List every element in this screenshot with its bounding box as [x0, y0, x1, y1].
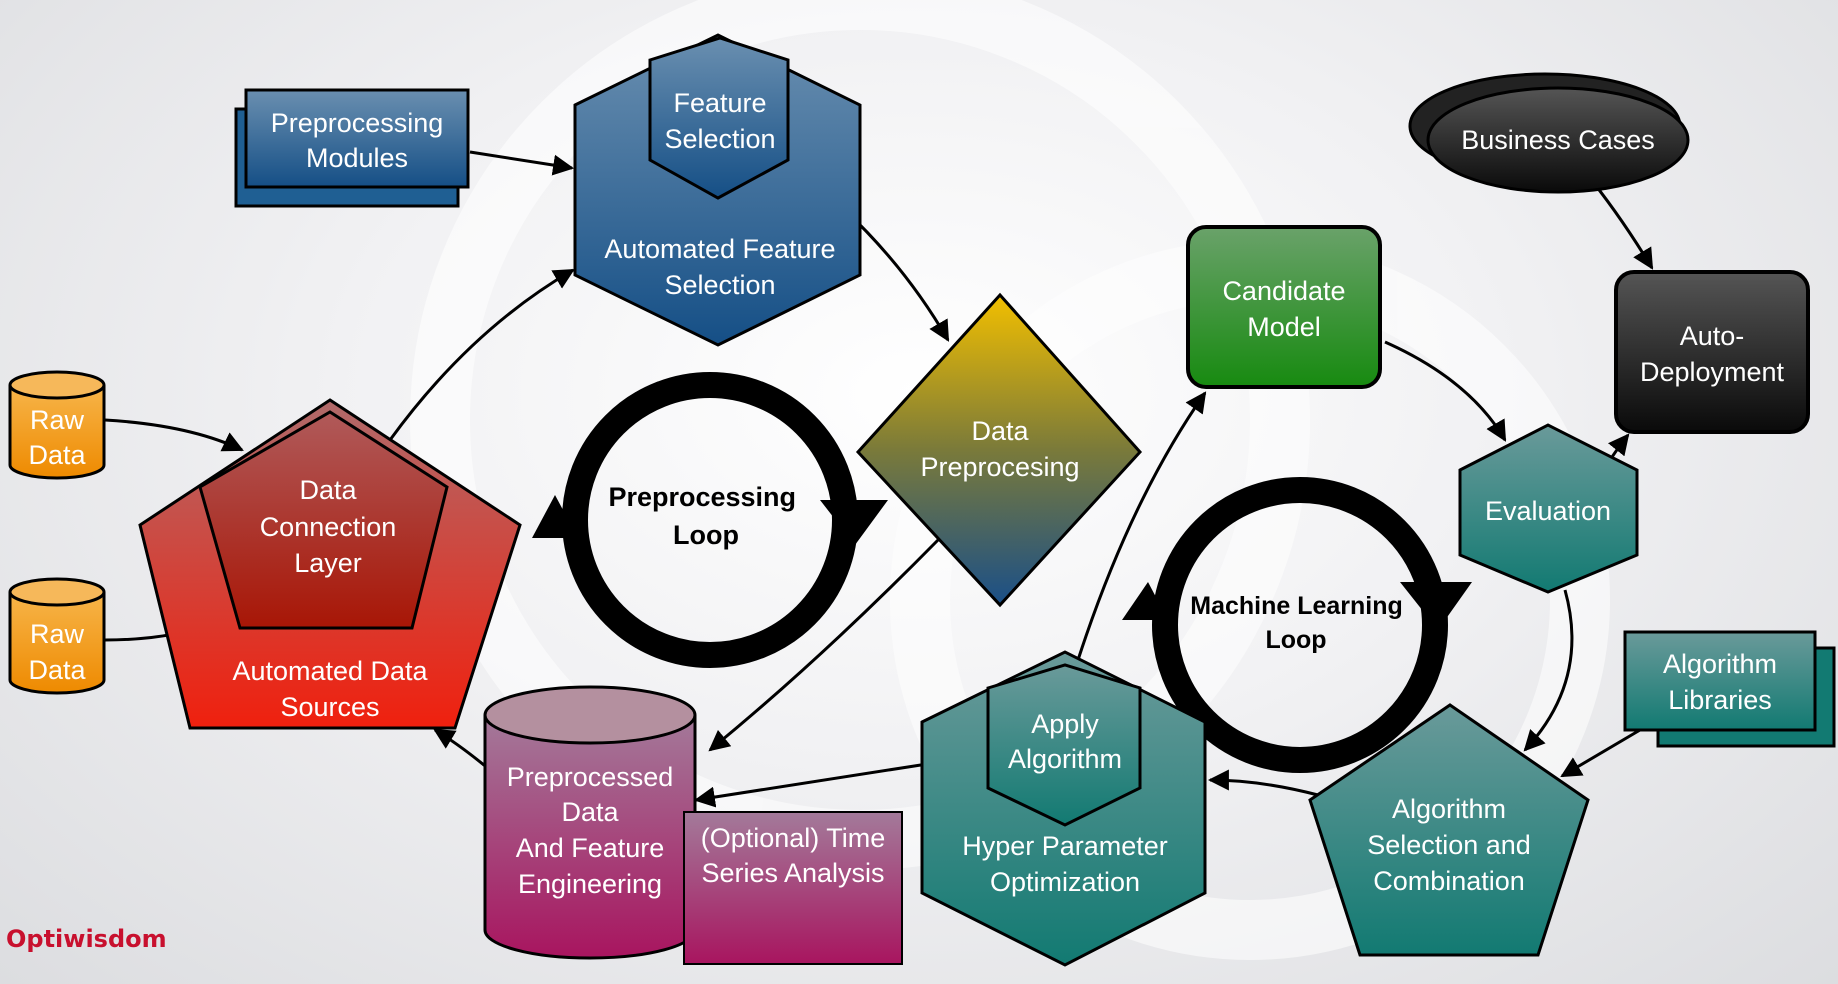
evaluation: Evaluation: [1458, 423, 1639, 594]
preprocessing-loop: Preprocessing Loop: [532, 372, 888, 668]
arrow-evaluation-to-algosel: [1523, 589, 1574, 752]
arrow-connection-to-featuresel: [388, 268, 575, 441]
arrow-raw1-to-connection: [104, 418, 244, 452]
arrow-libraries-to-algosel: [1560, 728, 1641, 778]
arrow-modules-to-featuresel: [469, 150, 575, 176]
loop-arrowhead-right: [820, 500, 888, 545]
preprocessing-loop-label: Preprocessing Loop: [608, 482, 803, 550]
machine-learning-loop-label: Machine Learning Loop: [1190, 592, 1410, 654]
svg-text:Business Cases: Business Cases: [1461, 125, 1655, 155]
business-cases: Business Cases: [1408, 72, 1690, 194]
machine-learning-loop: Machine Learning Loop: [1122, 477, 1472, 773]
svg-text:Optiwisdom: Optiwisdom: [6, 925, 167, 953]
arrow-preproc-to-preprocessed: [708, 538, 940, 752]
optiwisdom-logo: Optiwisdom: [6, 925, 167, 953]
loop-arrowhead-right: [1400, 582, 1472, 630]
loop-arrowhead-left: [532, 495, 578, 538]
auto-deployment: Auto-Deployment: [1614, 270, 1810, 434]
svg-text:Auto-Deployment: Auto-Deployment: [1640, 321, 1785, 387]
arrow-candidate-to-evaluation: [1384, 340, 1507, 442]
svg-text:Evaluation: Evaluation: [1485, 496, 1611, 526]
loop-arrowhead-left: [1122, 582, 1168, 620]
arrow-hyper-to-candidate: [1076, 391, 1207, 661]
arrow-preprocessed-to-sources: [433, 728, 491, 772]
arrow-algosel-to-hyper: [1207, 769, 1319, 797]
